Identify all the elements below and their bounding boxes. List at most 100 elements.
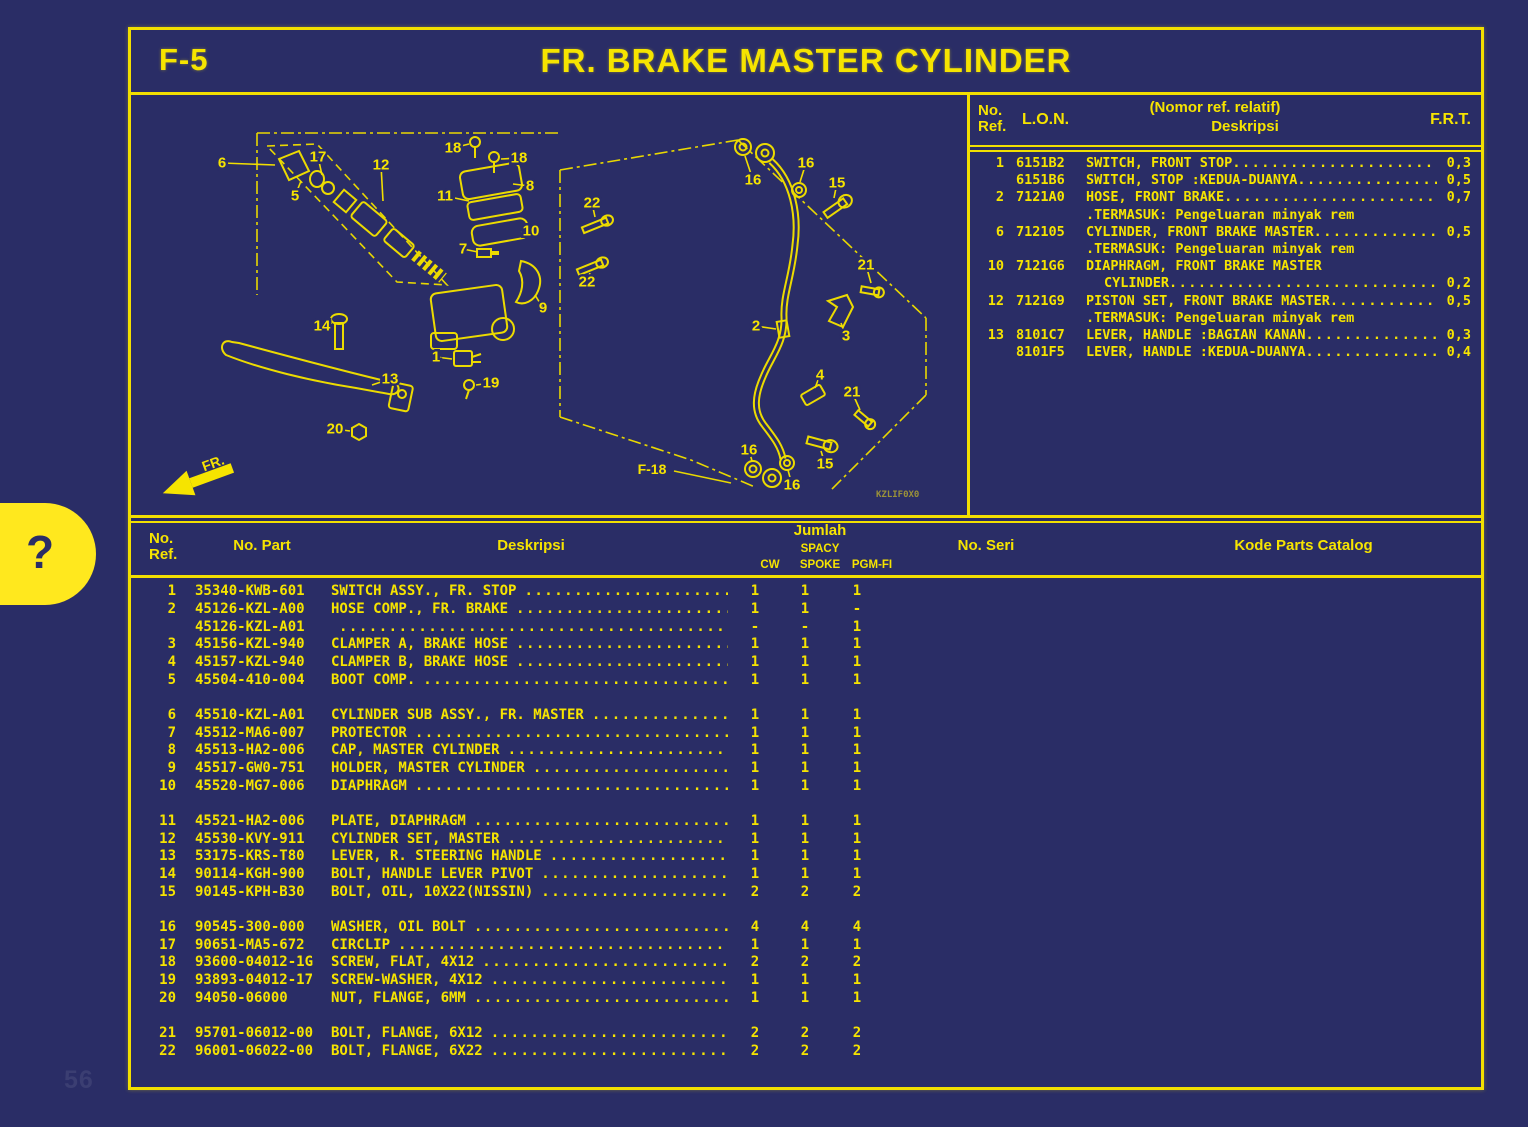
parts-table-row: 11 45521-HA2-006 PLATE, DIAPHRAGM 1 1 1 [131,813,1481,831]
qty-pgm-fi: 1 [852,777,862,794]
svg-text:10: 10 [523,223,540,240]
description-cell: SWITCH, STOP :KEDUA-DUANYA [1086,172,1437,188]
lon-code: 7121G9 [1016,292,1065,309]
lon-table-row: CYLINDER 0,2 [970,275,1481,292]
dot-leader [482,954,728,970]
description-text: BOOT COMP. [331,671,416,688]
section-code: F-5 [159,42,209,77]
description-cell: WASHER, OIL BOLT [331,919,728,935]
description-cell: PISTON SET, FRONT BRAKE MASTER [1086,293,1437,309]
svg-text:1: 1 [432,349,440,366]
dot-leader [550,848,728,864]
qty-pgm-fi: 1 [852,654,862,671]
dot-leader [508,742,728,758]
lon-table-row: 6 712105 CYLINDER, FRONT BRAKE MASTER 0,… [970,224,1481,241]
frt-value: 0,2 [1446,275,1471,292]
description-text: SWITCH ASSY., FR. STOP [331,583,517,599]
svg-text:18: 18 [511,150,528,167]
part-number: 45521-HA2-006 [195,812,305,829]
part-number: 90114-KGH-900 [195,866,305,883]
lon-code: 8101C7 [1016,326,1065,343]
description-text: CIRCLIP [331,936,391,953]
col-header-no-ref: No. Ref. [149,530,178,563]
ref-no: 2 [167,600,176,617]
qty-cw: 1 [750,848,760,865]
qty-pgm-fi: 1 [852,760,862,777]
description-cell: .TERMASUK: Pengeluaran minyak rem [1086,207,1437,223]
description-text: PLATE, DIAPHRAGM [331,812,466,829]
description-cell: LEVER, HANDLE :BAGIAN KANAN [1086,327,1437,343]
description-text: CLAMPER A, BRAKE HOSE [331,636,509,653]
frt-value: 0,5 [1446,172,1471,189]
qty-cw: 2 [750,1024,760,1041]
svg-text:12: 12 [373,157,390,174]
help-tab[interactable]: ? [0,503,96,605]
lon-table-row: 12 7121G9 PISTON SET, FRONT BRAKE MASTER… [970,293,1481,310]
description-cell: CAP, MASTER CYLINDER [331,742,728,758]
qty-cw: - [750,618,760,635]
ref-no: 13 [987,326,1004,343]
qty-pgm-fi: - [852,600,862,617]
dot-leader [541,884,728,900]
part-number: 93893-04012-17 [195,972,314,989]
description-text: HOSE COMP., FR. BRAKE [331,600,509,617]
svg-text:11: 11 [437,188,453,205]
svg-text:16: 16 [784,477,801,494]
lon-code: 7121A0 [1016,189,1065,206]
part-number: 93600-04012-1G [195,954,314,971]
parts-table-row: 22 96001-06022-00 BOLT, FLANGE, 6X22 2 2… [131,1043,1481,1061]
lon-table-row: 8101F5 LEVER, HANDLE :KEDUA-DUANYA 0,4 [970,344,1481,361]
part-number: 45156-KZL-940 [195,636,305,653]
qty-spoke: 1 [800,706,810,723]
qty-pgm-fi: 2 [852,1042,862,1059]
svg-text:19: 19 [483,375,500,392]
qty-spoke: 1 [800,848,810,865]
dot-leader [516,636,728,652]
dot-leader [474,919,728,935]
lon-table-row: 6151B6 SWITCH, STOP :KEDUA-DUANYA 0,5 [970,172,1481,189]
col-header-jumlah: Jumlah [793,522,847,539]
parts-table-row: 3 45156-KZL-940 CLAMPER A, BRAKE HOSE 1 … [131,636,1481,654]
parts-table-row: 2 45126-KZL-A00 HOSE COMP., FR. BRAKE 1 … [131,601,1481,619]
dot-leader [1169,275,1437,291]
description-cell: BOOT COMP. [331,672,728,688]
lon-code: 6151B6 [1016,172,1065,189]
col-header-no-ref: No. Ref. [978,102,1007,135]
svg-text:5: 5 [291,188,299,205]
dot-leader [415,725,728,741]
description-text: BOLT, FLANGE, 6X22 [331,1042,483,1059]
description-cell: HOSE, FRONT BRAKE [1086,189,1437,205]
lon-code: 8101F5 [1016,344,1065,361]
ref-no: 8 [167,742,176,759]
ref-no: 9 [167,760,176,777]
dot-leader [1224,189,1437,205]
qty-cw: 1 [750,600,760,617]
ref-no: 17 [159,936,176,953]
lon-table-row: 2 7121A0 HOSE, FRONT BRAKE 0,7 [970,189,1481,206]
col-header-lon: L.O.N. [1022,111,1070,128]
description-text: .TERMASUK: Pengeluaran minyak rem [1086,240,1355,257]
description-cell: PROTECTOR [331,725,728,741]
parts-table-row: 14 90114-KGH-900 BOLT, HANDLE LEVER PIVO… [131,866,1481,884]
qty-cw: 1 [750,742,760,759]
parts-table-row: 16 90545-300-000 WASHER, OIL BOLT 4 4 4 [131,919,1481,937]
dot-leader [474,990,728,1006]
dot-leader [508,831,728,847]
qty-spoke: 1 [800,742,810,759]
description-cell: CYLINDER, FRONT BRAKE MASTER [1086,224,1437,240]
qty-spoke: 2 [800,883,810,900]
description-text: BOLT, OIL, 10X22(NISSIN) [331,883,534,900]
col-header-deskripsi-note: (Nomor ref. relatif) [1149,99,1281,116]
qty-spoke: 1 [800,972,810,989]
svg-text:7: 7 [459,241,467,258]
lon-code: 6151B2 [1016,155,1065,171]
ref-no: 6 [995,223,1004,240]
dot-leader [516,654,728,670]
dot-leader [1330,293,1437,309]
qty-spoke: 1 [800,636,810,653]
dot-leader [423,672,728,688]
col-header-spacy: SPACY [800,543,840,555]
description-cell: LEVER, HANDLE :KEDUA-DUANYA [1086,344,1437,360]
description-cell: DIAPHRAGM, FRONT BRAKE MASTER [1086,258,1437,274]
